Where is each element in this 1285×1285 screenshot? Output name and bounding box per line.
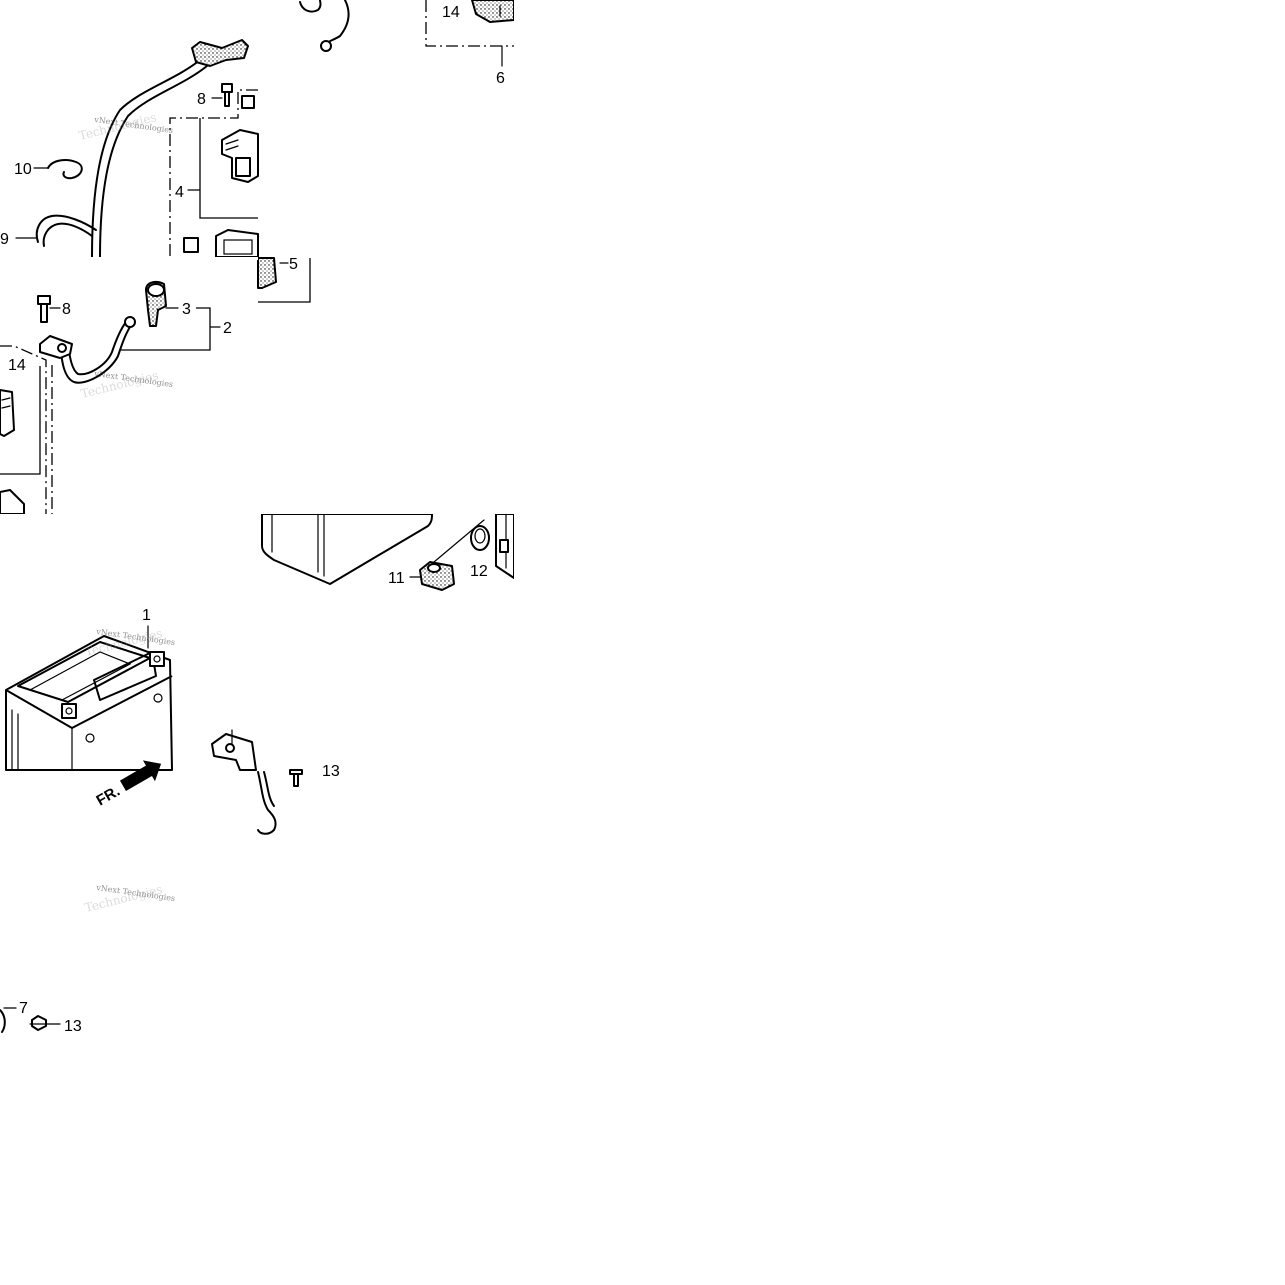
callout-9: 9 [0, 231, 9, 248]
callout-13: 13 [64, 1018, 82, 1035]
bracket-6 [425, 0, 514, 47]
callout-13-upper: 13 [322, 763, 340, 780]
front-arrow-icon [119, 760, 162, 791]
callout-4: 4 [175, 184, 184, 201]
tile-front-arrow: FR. [94, 760, 303, 835]
nut-13 [29, 1015, 49, 1031]
callout-11: 11 [388, 570, 405, 587]
fuse-box-cover [471, 0, 515, 23]
tile-top-right [425, 0, 515, 67]
battery-terminal-left [61, 703, 77, 719]
callout-2: 2 [223, 320, 232, 337]
positive-cable [59, 323, 133, 384]
callout-1: 1 [142, 607, 151, 624]
callout-12: 12 [470, 563, 488, 580]
callout-14-top: 14 [442, 4, 460, 21]
bracket-hook [257, 771, 277, 835]
callout-8: 8 [62, 301, 71, 318]
callout-3: 3 [182, 301, 191, 318]
tile-lower-right [211, 729, 257, 771]
bolt-8 [37, 295, 61, 323]
tile-middle-left [0, 257, 311, 515]
battery-terminal-right [149, 651, 165, 667]
tile-top-left [15, 0, 350, 258]
front-direction-label: FR. [94, 783, 123, 810]
battery-band [35, 214, 97, 243]
tile-lower-left [5, 625, 173, 771]
grommet-12 [470, 525, 490, 551]
lead-wire-top [321, 0, 350, 47]
battery-bracket [211, 733, 257, 771]
bottom-fragments [0, 1007, 61, 1033]
callout-6: 6 [496, 70, 505, 87]
bolt-8-top [221, 83, 233, 93]
cable-clip [47, 159, 83, 180]
tile-middle-right [261, 513, 515, 591]
screw-13 [289, 769, 303, 787]
callouts: 14 6 8 10 4 9 5 8 3 2 14 11 12 1 13 7 13 [0, 4, 505, 1035]
callout-14: 14 [8, 357, 26, 374]
fuse-holder [183, 237, 199, 253]
negative-cable [91, 59, 201, 258]
callout-10: 10 [14, 161, 32, 178]
callout-8-top: 8 [197, 91, 206, 108]
callout-7: 7 [19, 1000, 28, 1017]
battery-case [261, 513, 433, 585]
callout-5: 5 [289, 256, 298, 273]
terminal-cover-top [191, 39, 249, 67]
